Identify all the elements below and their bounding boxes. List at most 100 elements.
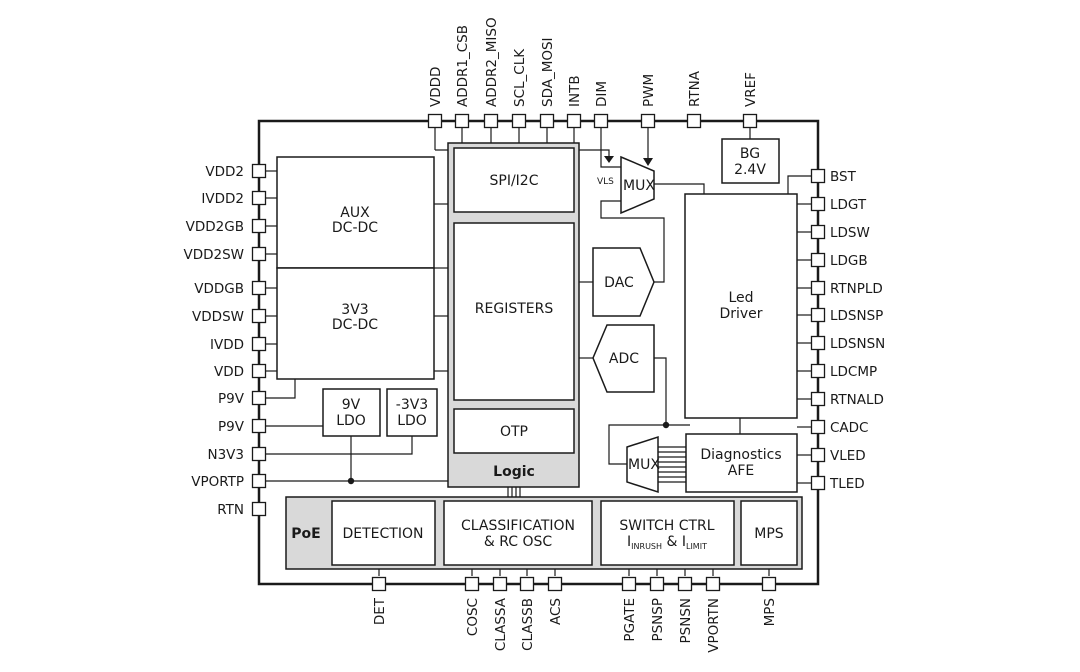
pin-label-bottom-1: COSC [465, 598, 481, 636]
pin-label-top-6: DIM [594, 81, 610, 107]
pin-scl-clk [511, 113, 527, 129]
pin-label-top-5: INTB [567, 75, 583, 107]
pin-label-right-6: LDSNSN [830, 336, 885, 352]
pin-ldsnsn [810, 335, 826, 351]
switch-sub-inrush: INRUSH [631, 542, 662, 551]
registers-label: REGISTERS [475, 301, 554, 317]
pin-label-left-1: IVDD2 [201, 191, 244, 207]
pin-dim [593, 113, 609, 129]
pin-label-right-8: RTNALD [830, 392, 884, 408]
pin-rtnald [810, 391, 826, 407]
pin-sda-mosi [539, 113, 555, 129]
dcdc-3v3-label-line2: DC-DC [332, 317, 378, 333]
ldo-9v-block [322, 388, 381, 437]
pin-label-right-10: VLED [830, 448, 866, 464]
pin-cadc [810, 419, 826, 435]
pin-label-left-0: VDD2 [205, 164, 244, 180]
led-driver-label-line2: Driver [719, 306, 762, 322]
switch-i-inrush: I [627, 534, 631, 550]
pin-p9v-9 [251, 418, 267, 434]
pin-ldgb [810, 252, 826, 268]
pin-classa [492, 576, 508, 592]
pin-label-right-2: LDSW [830, 225, 870, 241]
mps-block [740, 500, 798, 566]
pin-label-right-11: TLED [829, 476, 865, 492]
pin-classb [519, 576, 535, 592]
adc-block [592, 324, 655, 393]
vls-label: VLS [597, 177, 614, 187]
left-pins: VDD2IVDD2VDD2GBVDD2SWVDDGBVDDSWIVDDVDDP9… [183, 163, 267, 518]
wires [265, 121, 812, 576]
junction-dot-vportp [347, 477, 355, 485]
pin-label-bottom-7: PSNSN [678, 598, 694, 643]
pin-label-right-1: LDGT [830, 197, 867, 213]
pin-rtna [686, 113, 702, 129]
spi-i2c-label: SPI/I2C [490, 173, 539, 189]
ldo-9v-label-line2: LDO [336, 413, 366, 429]
chip-outline [257, 119, 820, 586]
pin-label-left-6: IVDD [210, 337, 244, 353]
pin-label-left-10: N3V3 [207, 447, 244, 463]
classification-label-line2: & RC OSC [484, 534, 553, 550]
pin-label-left-9: P9V [218, 419, 245, 435]
pin-label-left-4: VDDGB [194, 281, 244, 297]
pin-label-top-9: VREF [743, 72, 759, 107]
pin-addr1-csb [454, 113, 470, 129]
led-driver-label-line1: Led [728, 290, 753, 306]
pin-label-left-8: P9V [218, 391, 245, 407]
pin-rtnpld [810, 280, 826, 296]
ldo-n3v3-label-line1: -3V3 [396, 397, 428, 413]
pin-ldsw [810, 224, 826, 240]
bg-label-line2: 2.4V [734, 162, 766, 178]
detection-block [331, 500, 436, 566]
pin-label-top-1: ADDR1_CSB [455, 25, 471, 107]
detection-label: DETECTION [343, 526, 424, 542]
pin-ldgt [810, 196, 826, 212]
vdd-arrow-icon [604, 156, 614, 163]
pin-ldcmp [810, 363, 826, 379]
bg-label-line1: BG [740, 146, 760, 162]
registers-block [453, 222, 575, 401]
classification-block [443, 500, 593, 566]
pin-label-bottom-5: PGATE [622, 598, 638, 642]
pin-ldsnsp [810, 307, 826, 323]
mux-top-label: MUX [623, 178, 655, 194]
pin-cosc [464, 576, 480, 592]
otp-block [453, 408, 575, 454]
pin-label-bottom-4: ACS [548, 598, 564, 625]
pin-pgate [621, 576, 637, 592]
aux-label-line1: AUX [340, 205, 370, 221]
pin-label-right-0: BST [830, 169, 857, 185]
pin-addr2-miso [483, 113, 499, 129]
pin-label-top-4: SDA_MOSI [540, 37, 556, 107]
pin-det [371, 576, 387, 592]
dac-label: DAC [604, 275, 634, 291]
ldo-n3v3-label-line2: LDO [397, 413, 427, 429]
pin-rtn-12 [251, 501, 267, 517]
pin-psnsn [677, 576, 693, 592]
pin-vdd2sw-3 [251, 246, 267, 262]
pin-mps [761, 576, 777, 592]
pin-label-top-7: PWM [641, 74, 657, 107]
switch-sub-limit: LIMIT [686, 542, 707, 551]
pin-vddd [427, 113, 443, 129]
pin-intb [566, 113, 582, 129]
pin-label-bottom-9: MPS [762, 598, 778, 626]
pin-tled [810, 475, 826, 491]
pin-label-right-5: LDSNSP [830, 308, 883, 324]
pin-label-top-3: SCL_CLK [512, 48, 528, 107]
diagnostics-afe-block [685, 433, 798, 493]
pin-label-left-12: RTN [217, 502, 244, 518]
switch-ctrl-label-line1: SWITCH CTRL [619, 518, 714, 534]
switch-ctrl-block [600, 500, 735, 566]
pin-vddgb-4 [251, 280, 267, 296]
pin-label-left-11: VPORTP [191, 474, 244, 490]
mps-label: MPS [754, 526, 784, 542]
pin-vled [810, 447, 826, 463]
pin-label-left-7: VDD [214, 364, 244, 380]
ldo-n3v3-block [386, 388, 438, 437]
adc-label: ADC [609, 351, 639, 367]
pin-acs [547, 576, 563, 592]
